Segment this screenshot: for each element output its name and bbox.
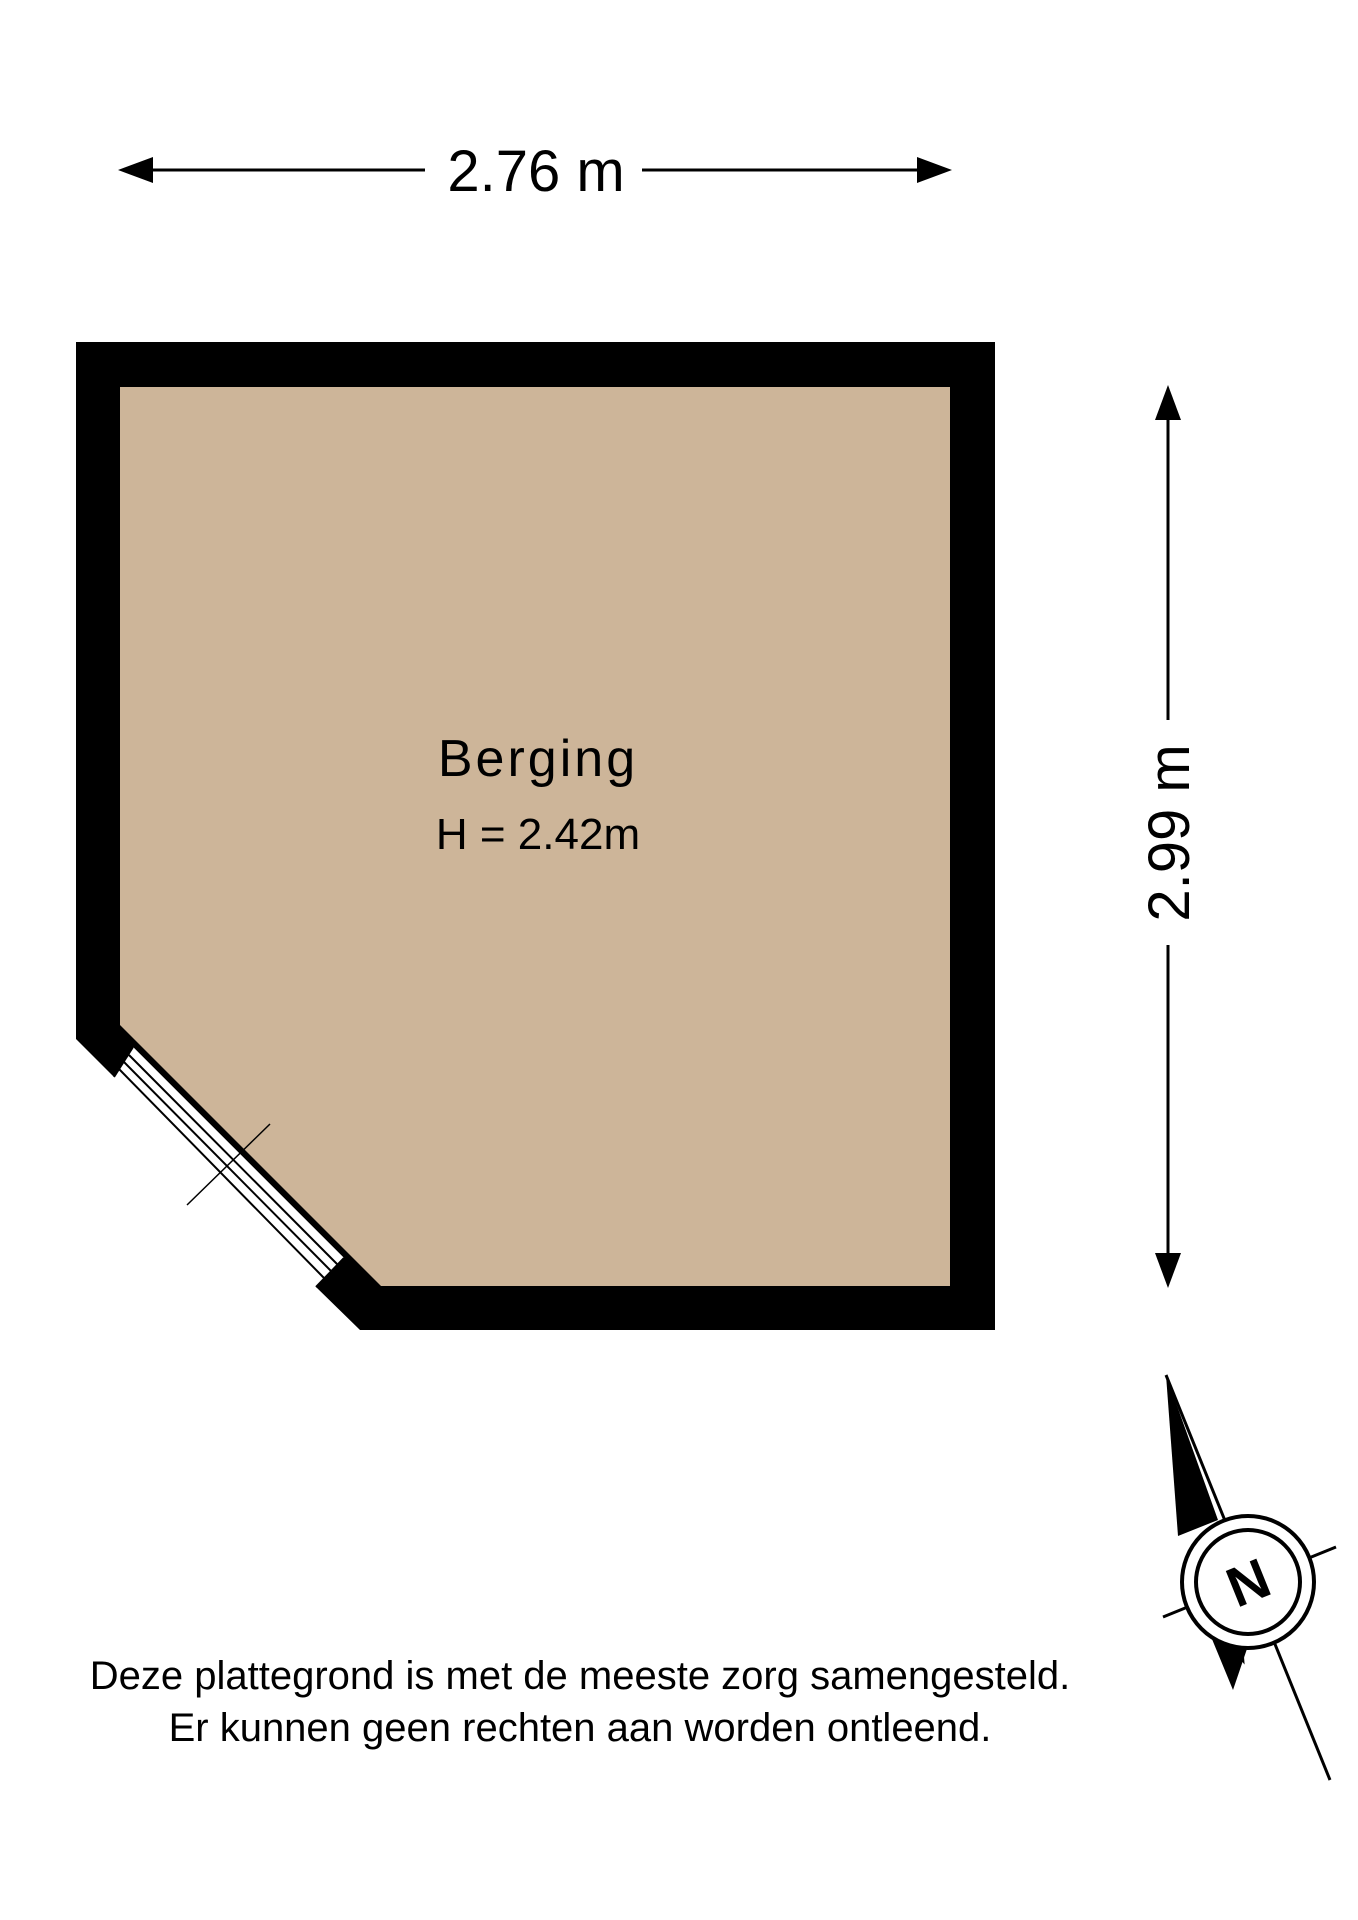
disclaimer-line-1: Deze plattegrond is met de meeste zorg s… [89, 1654, 1071, 1698]
compass-inner-ring [1194, 1528, 1302, 1636]
disclaimer-line-2: Er kunnen geen rechten aan worden ontlee… [168, 1706, 992, 1750]
window-opening-mark [186, 1123, 271, 1206]
depth-dimension: 2.99 m [1137, 385, 1202, 1288]
compass-needle-north [1166, 1375, 1218, 1536]
room-name: Berging [438, 730, 638, 788]
room-height: H = 2.42m [436, 810, 640, 859]
room-floor [120, 387, 950, 1286]
width-arrow-right-icon [917, 157, 952, 183]
disclaimer: Deze plattegrond is met de meeste zorg s… [0, 1650, 1160, 1754]
width-arrow-left-icon [118, 157, 153, 183]
window-sill-line [113, 1046, 134, 1078]
width-dimension-label: 2.76 m [447, 139, 624, 204]
depth-arrow-top-icon [1155, 385, 1181, 420]
north-arrow-icon: N [1162, 1374, 1337, 1781]
window-pane-line [118, 1068, 325, 1279]
depth-arrow-bottom-icon [1155, 1253, 1181, 1288]
width-dimension: 2.76 m [118, 139, 952, 204]
depth-dimension-label: 2.99 m [1137, 744, 1202, 921]
window-sill-line [315, 1257, 345, 1288]
window [113, 1046, 345, 1288]
room-berging: Berging H = 2.42m [76, 342, 995, 1330]
